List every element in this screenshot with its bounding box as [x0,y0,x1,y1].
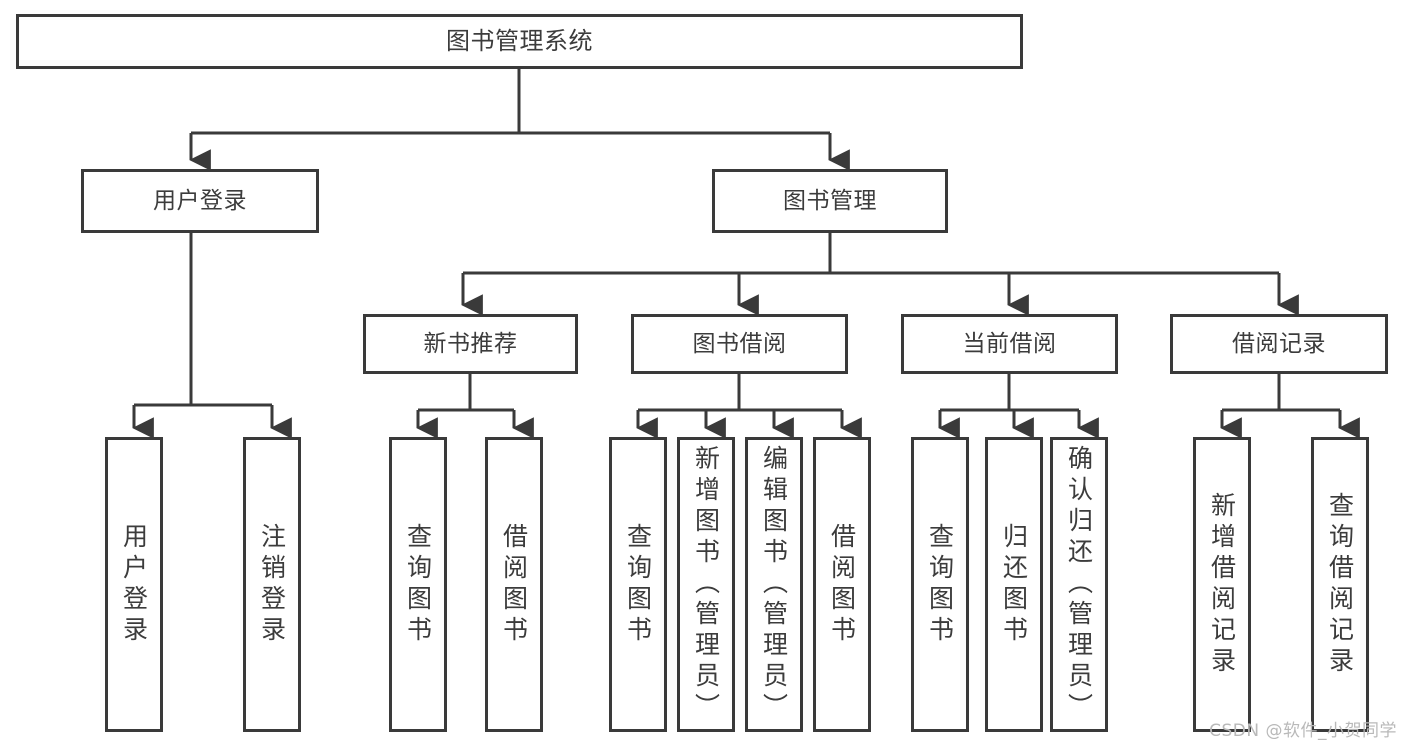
node-current-borrow-label: 当前借阅 [962,330,1057,357]
node-leaf-borrow-query[interactable]: 查询图书 [609,437,667,732]
node-leaf-borrow-lend[interactable]: 借阅图书 [813,437,871,732]
node-leaf-user-login[interactable]: 用户登录 [105,437,163,732]
node-leaf-rec-search-label: 查询借阅记录 [1325,491,1355,678]
node-root[interactable]: 图书管理系统 [16,14,1023,69]
node-user-login[interactable]: 用户登录 [81,169,319,233]
node-leaf-user-logout-label: 注销登录 [257,522,287,647]
node-new-book-rec[interactable]: 新书推荐 [363,314,578,374]
node-leaf-rec-borrow-label: 借阅图书 [499,522,529,647]
node-leaf-rec-add-label: 新增借阅记录 [1207,491,1237,678]
node-leaf-borrow-edit[interactable]: 编辑图书（管理员） [745,437,803,732]
node-leaf-cur-query-label: 查询图书 [925,522,955,647]
watermark: CSDN @软件_小贺同学 [1209,721,1397,741]
node-leaf-cur-return-label: 归还图书 [999,522,1029,647]
node-user-login-label: 用户登录 [153,187,247,214]
node-leaf-rec-add[interactable]: 新增借阅记录 [1193,437,1251,732]
node-borrow-record-label: 借阅记录 [1232,330,1326,357]
node-new-book-rec-label: 新书推荐 [423,330,518,357]
node-book-borrow[interactable]: 图书借阅 [631,314,848,374]
node-leaf-borrow-add-label: 新增图书（管理员） [691,445,721,724]
node-leaf-rec-query[interactable]: 查询图书 [389,437,447,732]
node-book-borrow-label: 图书借阅 [692,330,787,357]
node-leaf-user-login-label: 用户登录 [119,522,149,647]
node-leaf-cur-confirm-label: 确认归还（管理员） [1064,445,1094,724]
node-book-manage-label: 图书管理 [783,187,877,214]
node-current-borrow[interactable]: 当前借阅 [901,314,1118,374]
node-leaf-rec-borrow[interactable]: 借阅图书 [485,437,543,732]
node-book-manage[interactable]: 图书管理 [712,169,948,233]
node-leaf-cur-return[interactable]: 归还图书 [985,437,1043,732]
node-leaf-borrow-lend-label: 借阅图书 [827,522,857,647]
node-leaf-cur-confirm[interactable]: 确认归还（管理员） [1050,437,1108,732]
node-leaf-rec-query-label: 查询图书 [403,522,433,647]
node-leaf-borrow-query-label: 查询图书 [623,522,653,647]
node-leaf-rec-search[interactable]: 查询借阅记录 [1311,437,1369,732]
node-leaf-cur-query[interactable]: 查询图书 [911,437,969,732]
node-leaf-user-logout[interactable]: 注销登录 [243,437,301,732]
node-root-label: 图书管理系统 [446,26,593,55]
node-leaf-borrow-edit-label: 编辑图书（管理员） [759,445,789,724]
node-borrow-record[interactable]: 借阅记录 [1170,314,1388,374]
node-leaf-borrow-add[interactable]: 新增图书（管理员） [677,437,735,732]
